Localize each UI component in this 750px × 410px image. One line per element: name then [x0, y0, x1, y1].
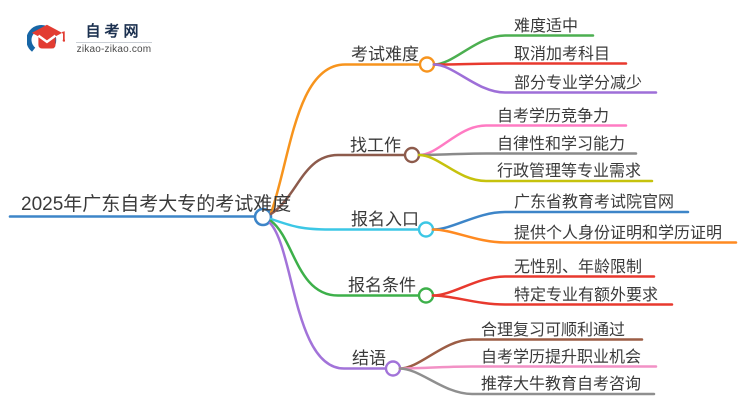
child-label: 无性别、年龄限制	[514, 258, 643, 276]
child-line	[417, 152, 638, 157]
child-label: 部分专业学分减少	[514, 74, 643, 92]
child-line	[398, 367, 656, 396]
branch-node	[403, 146, 421, 164]
child-label: 推荐大牛教育自考咨询	[481, 376, 642, 393]
branch-line	[269, 217, 421, 231]
child-label: 行政管理等专业需求	[497, 163, 642, 180]
branch-label: 报名条件	[348, 276, 416, 295]
child-line	[417, 153, 654, 183]
child-label: 取消加考科目	[514, 45, 611, 63]
graduation-cap-icon	[27, 24, 65, 55]
branch-label: 考试难度	[351, 45, 419, 64]
branch-line	[269, 153, 407, 216]
site-logo: 自考网 zikao-zikao.com	[27, 20, 152, 58]
child-label: 合理复习可顺利通过	[481, 321, 626, 339]
child-label: 自考学历提升职业机会	[481, 348, 642, 366]
branch-line	[269, 63, 422, 215]
child-label: 提供个人身份证明和学历证明	[514, 224, 723, 242]
central-node	[253, 207, 273, 227]
branch-label: 结语	[352, 349, 386, 368]
branch-node	[417, 287, 435, 304]
site-name: 自考网	[85, 23, 143, 40]
child-line	[432, 62, 628, 66]
branch-line	[269, 219, 421, 297]
logo-divider	[76, 42, 152, 43]
child-line	[398, 365, 658, 370]
branch-label: 报名入口	[351, 210, 419, 229]
main-topic-label: 2025年广东自考大专的考试难度	[21, 194, 292, 215]
branch-node	[417, 221, 435, 238]
child-line	[431, 294, 674, 306]
branch-node	[384, 360, 402, 377]
site-url: zikao-zikao.com	[76, 44, 152, 55]
child-label: 特定专业有额外要求	[514, 286, 659, 304]
child-label: 广东省教育考试院官网	[514, 194, 675, 211]
child-label: 难度适中	[514, 17, 579, 35]
child-line	[432, 63, 658, 94]
site-logo-text: 自考网 zikao-zikao.com	[76, 20, 152, 56]
child-label: 自考学历竞争力	[497, 107, 610, 125]
branch-label: 找工作	[350, 135, 401, 155]
child-line	[431, 228, 738, 244]
branch-node	[418, 56, 436, 73]
child-label: 自律性和学习能力	[497, 135, 626, 153]
branch-line	[268, 221, 388, 370]
